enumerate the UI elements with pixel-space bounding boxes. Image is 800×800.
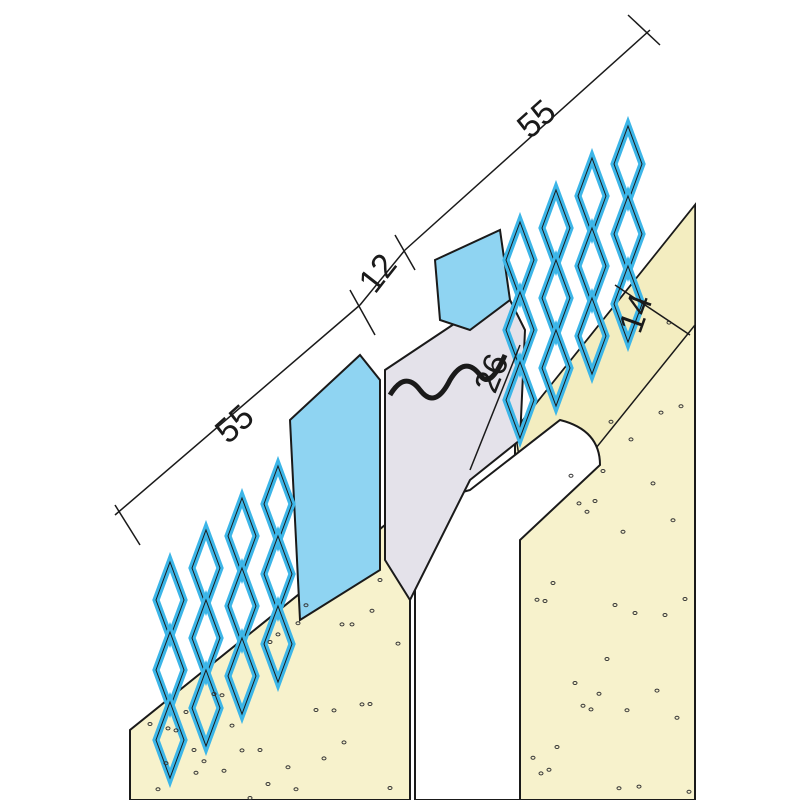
plaster-dot <box>377 578 383 582</box>
dim-tick <box>627 14 661 46</box>
mesh-diamond <box>577 296 607 376</box>
plaster-dot <box>147 722 153 726</box>
plaster-dot <box>542 599 548 603</box>
plaster-dot <box>369 608 375 613</box>
plaster-dot <box>191 748 197 752</box>
plaster-dot <box>534 597 540 602</box>
dim-line-26 <box>469 344 521 471</box>
plaster-dot <box>628 437 634 442</box>
plaster-dot <box>662 613 668 617</box>
plaster-dot <box>604 657 610 661</box>
plaster-dot <box>654 688 660 693</box>
plaster-dot <box>658 410 664 415</box>
plaster-dot <box>588 707 594 712</box>
plaster-dot <box>339 622 345 627</box>
plaster-dot <box>285 765 291 770</box>
plaster-dot <box>592 499 598 503</box>
plaster-dot <box>554 745 560 749</box>
plaster-dot <box>211 692 217 696</box>
plaster-dot <box>600 469 606 473</box>
plaster-dot <box>331 708 337 713</box>
dim-tick <box>114 504 141 546</box>
plaster-dot <box>359 702 365 707</box>
profile-interlock <box>387 354 508 401</box>
plaster-dot <box>584 509 590 514</box>
plaster-dot <box>568 473 574 478</box>
plaster-dot <box>538 771 544 776</box>
mesh-diamond <box>505 360 535 440</box>
left-expanded-metal-mesh <box>152 455 296 789</box>
plaster-dot <box>616 786 622 791</box>
plaster-dot <box>183 710 189 714</box>
mesh-diamond <box>541 328 571 408</box>
dim-line-14 <box>614 284 691 336</box>
plaster-dot <box>608 419 614 424</box>
plaster-dot <box>219 693 225 698</box>
plaster-dot <box>165 726 171 731</box>
plaster-dot <box>239 748 245 753</box>
plaster-dot <box>313 708 319 712</box>
plaster-dot <box>596 691 602 696</box>
plaster-dot <box>674 715 680 720</box>
plaster-dot <box>678 404 684 409</box>
plaster-dot <box>620 529 626 534</box>
dim-label-12: 12 <box>351 247 404 300</box>
mesh-diamond <box>613 264 643 344</box>
plaster-dot <box>576 501 582 506</box>
plaster-dot <box>303 603 309 608</box>
plaster-dot <box>550 581 556 585</box>
plaster-dot <box>257 748 263 752</box>
plaster-dot <box>682 597 688 601</box>
dim-line-left-55 <box>114 304 361 516</box>
plaster-dot <box>686 789 692 794</box>
plaster-dot <box>636 784 642 789</box>
plaster-dot <box>155 787 161 792</box>
plaster-dot <box>321 756 327 761</box>
plaster-dot <box>221 768 227 773</box>
plaster-dot <box>650 481 656 486</box>
dim-line-12 <box>359 249 406 306</box>
dim-tick <box>394 234 416 271</box>
mesh-diamond <box>263 604 293 684</box>
plaster-dot <box>670 518 676 523</box>
plaster-dot <box>624 708 630 713</box>
dim-tick <box>349 289 376 336</box>
plaster-dot <box>580 703 586 708</box>
plaster-dot <box>201 759 207 764</box>
plaster-texture <box>147 320 692 800</box>
right-profile-flange <box>433 228 512 332</box>
plaster-dot <box>367 702 373 706</box>
plaster-dot <box>632 611 638 615</box>
plaster-dot <box>546 767 552 772</box>
plaster-dot <box>349 622 355 627</box>
plaster-dot <box>395 641 401 646</box>
plaster-dot <box>387 786 393 790</box>
plaster-dot <box>173 728 179 733</box>
plaster-dot <box>229 723 235 728</box>
mesh-diamond <box>227 636 257 716</box>
plaster-dot <box>612 603 618 607</box>
plaster-dot <box>530 755 536 760</box>
plaster-dot <box>163 761 169 766</box>
dim-line-right-55 <box>404 29 651 251</box>
dim-label-left-55: 55 <box>208 397 262 451</box>
dimension-lines <box>114 14 691 546</box>
plaster-dot <box>267 640 273 644</box>
plaster-dot <box>341 740 347 745</box>
right-expanded-metal-mesh <box>502 115 646 449</box>
plaster-dot <box>275 632 281 637</box>
mesh-diamond <box>155 700 185 780</box>
plaster-dot <box>265 782 271 786</box>
plaster-dot <box>572 681 578 685</box>
left-profile-flange <box>288 353 381 622</box>
plaster-dot <box>293 787 299 792</box>
plaster-dot <box>295 621 301 626</box>
dim-label-right-55: 55 <box>510 92 564 146</box>
plaster-dot <box>193 770 199 775</box>
